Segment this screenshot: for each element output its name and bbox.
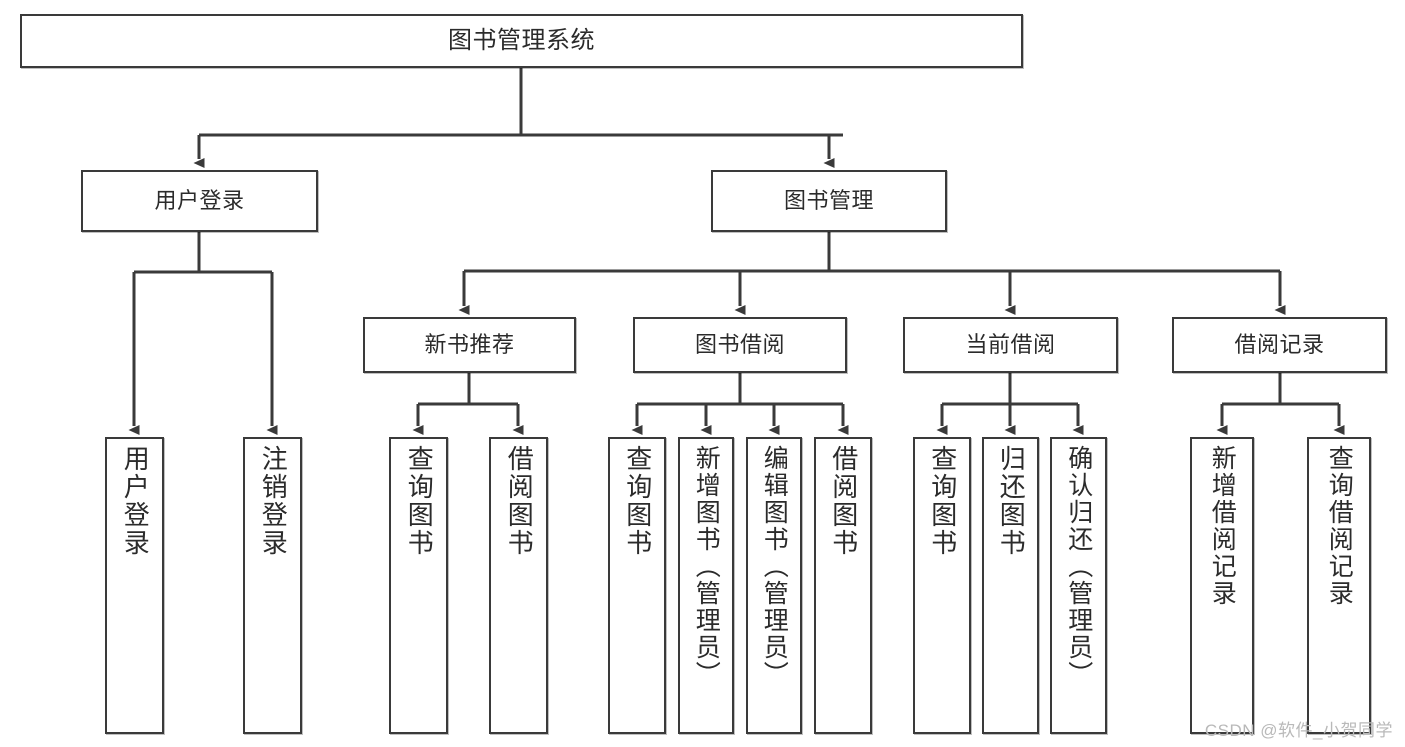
node-leaf-add-book-label: 新增图书（管理员） (692, 445, 721, 688)
node-leaf-logout-label: 注销登录 (258, 445, 289, 557)
node-new-book-rec-label: 新书推荐 (424, 332, 515, 358)
node-leaf-query-record[interactable]: 查询借阅记录 (1307, 437, 1371, 734)
node-root[interactable]: 图书管理系统 (20, 14, 1023, 68)
node-leaf-logout[interactable]: 注销登录 (243, 437, 302, 734)
node-leaf-add-book[interactable]: 新增图书（管理员） (678, 437, 734, 734)
node-current-borrow-label: 当前借阅 (965, 332, 1056, 358)
node-leaf-borrow-book-1[interactable]: 借阅图书 (489, 437, 548, 734)
node-book-manage-label: 图书管理 (783, 188, 874, 214)
node-borrow-record[interactable]: 借阅记录 (1172, 317, 1387, 373)
node-leaf-add-record-label: 新增借阅记录 (1208, 445, 1237, 607)
node-leaf-borrow-book-1-label: 借阅图书 (504, 445, 535, 557)
node-leaf-edit-book[interactable]: 编辑图书（管理员） (746, 437, 802, 734)
node-root-label: 图书管理系统 (448, 26, 595, 54)
node-leaf-edit-book-label: 编辑图书（管理员） (760, 445, 789, 688)
node-leaf-confirm-return[interactable]: 确认归还（管理员） (1050, 437, 1107, 734)
node-new-book-rec[interactable]: 新书推荐 (363, 317, 576, 373)
node-leaf-query-book-2[interactable]: 查询图书 (608, 437, 666, 734)
node-leaf-return-book-label: 归还图书 (996, 445, 1027, 557)
node-leaf-confirm-return-label: 确认归还（管理员） (1064, 445, 1093, 688)
node-leaf-query-book-3-label: 查询图书 (927, 445, 958, 557)
node-leaf-user-login-label: 用户登录 (120, 445, 151, 557)
node-borrow-record-label: 借阅记录 (1234, 332, 1325, 358)
node-leaf-borrow-book-2[interactable]: 借阅图书 (814, 437, 872, 734)
node-book-borrow[interactable]: 图书借阅 (633, 317, 847, 373)
node-leaf-return-book[interactable]: 归还图书 (982, 437, 1039, 734)
node-leaf-query-book-3[interactable]: 查询图书 (913, 437, 971, 734)
node-book-manage[interactable]: 图书管理 (711, 170, 947, 232)
node-user-login-label: 用户登录 (154, 188, 245, 214)
node-leaf-borrow-book-2-label: 借阅图书 (828, 445, 859, 557)
node-leaf-query-book-1[interactable]: 查询图书 (389, 437, 448, 734)
node-leaf-query-book-2-label: 查询图书 (622, 445, 653, 557)
node-user-login[interactable]: 用户登录 (81, 170, 318, 232)
node-current-borrow[interactable]: 当前借阅 (903, 317, 1118, 373)
node-leaf-user-login[interactable]: 用户登录 (105, 437, 164, 734)
node-book-borrow-label: 图书借阅 (694, 332, 785, 358)
node-leaf-query-record-label: 查询借阅记录 (1325, 445, 1354, 607)
node-leaf-add-record[interactable]: 新增借阅记录 (1190, 437, 1254, 734)
node-leaf-query-book-1-label: 查询图书 (404, 445, 435, 557)
